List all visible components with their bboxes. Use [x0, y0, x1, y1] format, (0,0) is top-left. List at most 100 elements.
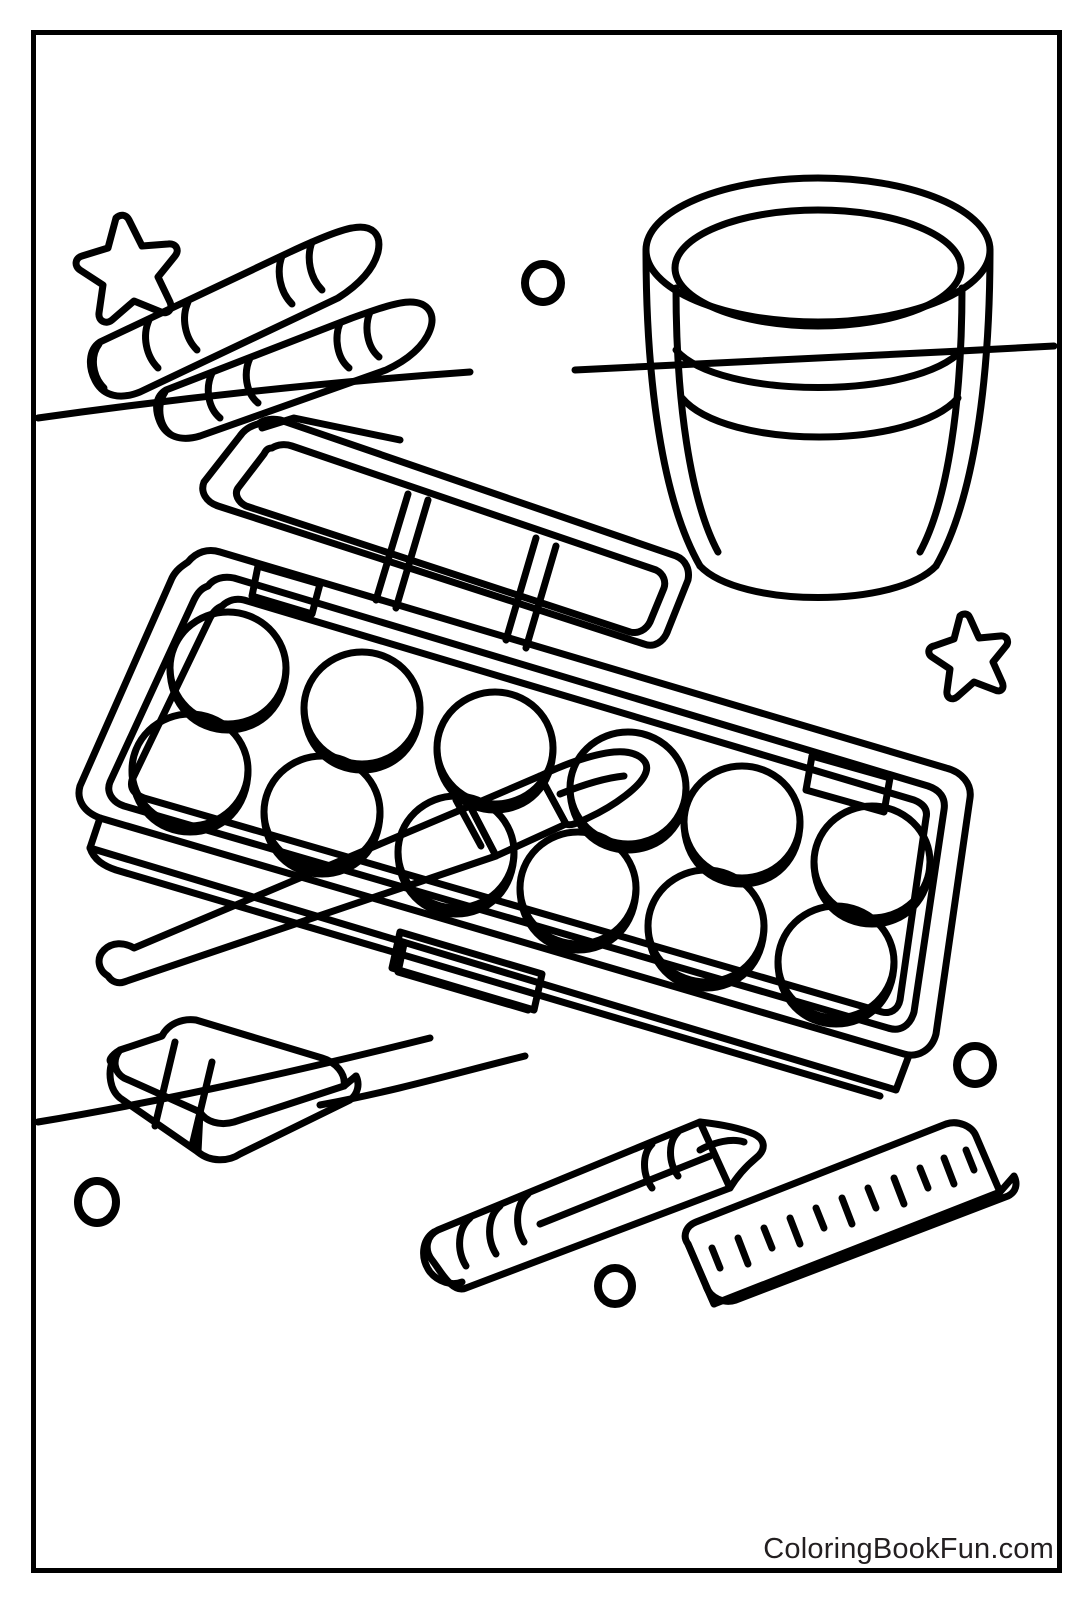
star-top-left-icon [72, 211, 181, 326]
pan-8-depth [260, 808, 384, 878]
latch-inner [394, 940, 532, 1014]
crayon-lower-band-2 [242, 354, 262, 407]
eraser-right-bevel [340, 1072, 360, 1090]
tray-outer-body [75, 546, 974, 1059]
eraser-top-face [111, 1016, 348, 1128]
crayon-upper [87, 223, 383, 400]
crayon-lower-tipband-1 [333, 319, 353, 372]
pencil-eraser-end [420, 1228, 466, 1288]
dot-bottom-left-icon [74, 1177, 120, 1227]
mixing-well-divider-1 [372, 490, 412, 604]
paint-pan-11[interactable] [644, 866, 768, 992]
tray-front-edge [86, 814, 912, 1094]
crayon-upper-tipband-1 [275, 252, 296, 308]
cup-wall-right [932, 246, 994, 570]
ruler[interactable] [681, 1119, 1020, 1308]
pencil-band-1 [456, 1214, 474, 1270]
ruler-tick-7 [864, 1184, 880, 1212]
paint-pan-12[interactable] [774, 902, 898, 1028]
ruler-tick-10 [940, 1154, 958, 1188]
star-right-icon [925, 610, 1012, 703]
tray-inner-rim [105, 573, 948, 1033]
ruler-tick-2 [734, 1234, 752, 1268]
eraser-bottom-line [194, 1108, 204, 1156]
cup-wall-left [642, 246, 704, 570]
crayon-lower-cap-ellipse [156, 388, 174, 438]
eraser-front-face [106, 1058, 362, 1164]
hinge-right-outline [802, 752, 894, 816]
paintbrush-ferrule-line [452, 796, 485, 850]
mixing-well-divider-2 [502, 534, 540, 644]
page-border [31, 30, 1062, 1573]
eraser-band-back [188, 1058, 216, 1150]
eraser[interactable] [106, 1016, 362, 1164]
pencil-band-3 [514, 1190, 532, 1246]
hinge-left-outline [248, 562, 324, 618]
paint-pan-7[interactable] [128, 710, 252, 836]
pencil-facet-line [536, 1152, 714, 1228]
ruler-tick-marks [708, 1146, 978, 1272]
dot-bottom-center-icon [594, 1264, 636, 1308]
palette-hinge-right [802, 752, 894, 816]
pan-group-bottom-row [128, 710, 898, 1028]
cup-base [696, 562, 940, 601]
paintbrush-bristle-detail [556, 772, 628, 798]
palette-latch [388, 928, 546, 1014]
watermark-text: ColoringBookFun.com [763, 1533, 1054, 1565]
dot-right-middle-icon [953, 1042, 997, 1088]
pan-10-depth [516, 884, 640, 954]
pencil-band-2 [486, 1202, 504, 1258]
eraser-left-edge [106, 1046, 124, 1066]
pan-6-depth [810, 858, 934, 928]
table-edge-upper [34, 368, 474, 422]
ruler-tick-1 [708, 1244, 724, 1272]
crayon-lower-tipband-2 [363, 308, 383, 361]
paintbrush-handle [95, 802, 500, 987]
cup-inner-wall-right [916, 284, 966, 556]
tray-front-edge-bottom [86, 844, 884, 1100]
eraser-band-front [151, 1038, 179, 1130]
pan-9-depth [394, 848, 518, 918]
crayon-upper-tipband-2 [305, 238, 326, 294]
ruler-tick-5 [812, 1204, 828, 1232]
cup-water-line [672, 346, 966, 391]
paintbrush-bristles [536, 748, 651, 829]
ruler-tick-11 [962, 1146, 978, 1174]
pan-4-depth [566, 784, 690, 854]
crayon-upper-cap-ellipse [89, 340, 108, 392]
table-edge-lower [34, 1034, 434, 1126]
pencil[interactable] [420, 1118, 767, 1293]
ruler-tick-3 [760, 1224, 776, 1252]
cup-rim-inner [671, 206, 965, 330]
crayon-lower-band-1 [204, 369, 224, 422]
ruler-top-face [681, 1119, 1004, 1308]
paintbrush[interactable] [95, 748, 651, 987]
paint-pan-9[interactable] [394, 792, 518, 918]
mixing-well-divider-2b [522, 542, 560, 652]
pan-7-depth [128, 766, 252, 836]
ruler-tick-6 [838, 1194, 856, 1228]
lid-top-sliver [258, 414, 404, 444]
ruler-left-end [702, 1282, 718, 1308]
pan-11-depth [644, 922, 768, 992]
crayon-lower [153, 298, 436, 442]
crayon-upper-band-1 [142, 316, 162, 372]
paint-palette-tray [75, 546, 974, 1100]
latch-outline [388, 928, 546, 1014]
paint-pan-10[interactable] [516, 828, 640, 954]
ruler-tick-9 [916, 1164, 932, 1192]
ruler-tick-4 [786, 1214, 804, 1248]
ruler-tick-8 [890, 1174, 908, 1208]
pencil-tip-band-1 [641, 1140, 656, 1192]
paint-palette-lid [199, 414, 692, 652]
palette-hinge-left [248, 562, 324, 618]
water-cup [642, 174, 994, 601]
dot-top-center-icon [521, 260, 565, 306]
pan-group-top-row [166, 608, 934, 928]
pan-12-depth [774, 958, 898, 1028]
pencil-tip-band-2 [667, 1128, 682, 1180]
mixing-well-divider-1b [392, 496, 432, 612]
cup-water-band [678, 394, 962, 441]
